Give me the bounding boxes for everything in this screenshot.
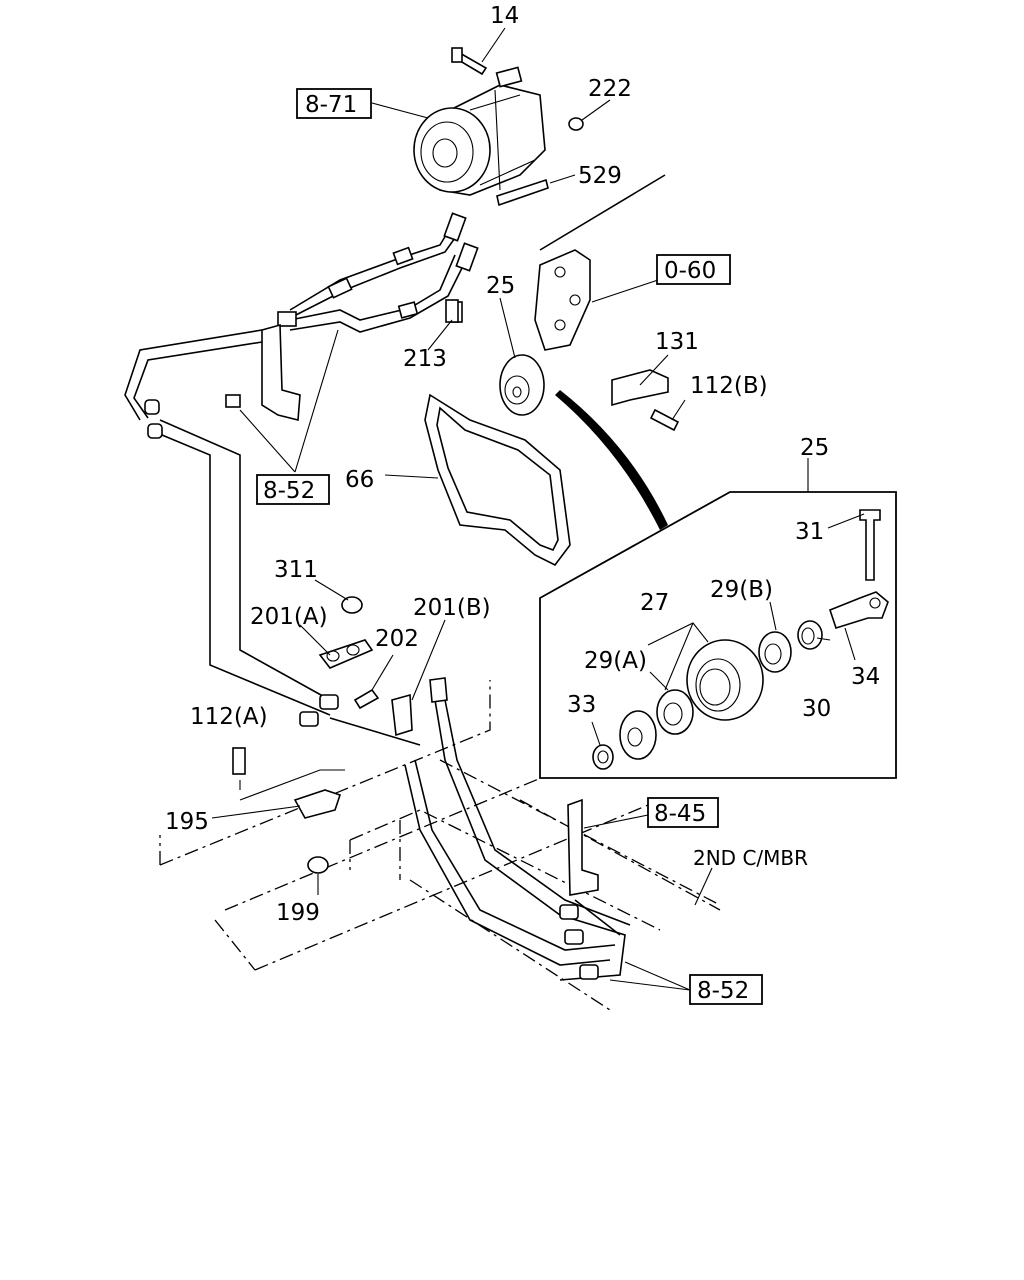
clamp-201b[interactable] xyxy=(391,677,448,737)
bearing-29b[interactable] xyxy=(758,631,792,673)
callout-labels: 14 222 529 25 213 131 112(B) 66 25 31 29… xyxy=(165,3,880,926)
pipe-clips xyxy=(559,904,599,980)
idler-pulley-25[interactable] xyxy=(499,354,545,416)
pulley-27[interactable] xyxy=(686,639,764,721)
detail-leader-arc xyxy=(555,390,668,530)
nut-311[interactable] xyxy=(341,596,363,614)
callout-311: 311 xyxy=(274,557,318,583)
bolt-202[interactable] xyxy=(353,688,380,710)
callout-14: 14 xyxy=(490,3,519,29)
callout-33: 33 xyxy=(567,692,596,718)
washer-222[interactable] xyxy=(568,117,584,131)
callout-199: 199 xyxy=(276,900,320,926)
callout-29a: 29(A) xyxy=(584,648,647,674)
callout-202: 202 xyxy=(375,626,419,652)
reference-box-0-60[interactable]: 0-60 xyxy=(656,254,731,285)
callout-222: 222 xyxy=(588,76,632,102)
bolt-14[interactable] xyxy=(451,47,488,76)
callout-27: 27 xyxy=(640,590,669,616)
washer-flange[interactable] xyxy=(619,710,657,760)
bracket-845[interactable] xyxy=(567,798,599,896)
callout-25-top: 25 xyxy=(486,273,515,299)
callout-34: 34 xyxy=(851,664,880,690)
bolt-112b[interactable] xyxy=(649,408,680,432)
callout-201a: 201(A) xyxy=(250,604,328,630)
reference-box-8-52-bottom[interactable]: 8-52 xyxy=(689,974,763,1005)
nut-199[interactable] xyxy=(307,856,329,874)
bolt-112a[interactable] xyxy=(232,747,246,775)
ref-8-52-left-label: 8-52 xyxy=(263,478,315,504)
callout-25-detail: 25 xyxy=(800,435,829,461)
callout-30: 30 xyxy=(802,696,831,722)
plate-529[interactable] xyxy=(496,178,549,207)
callout-131: 131 xyxy=(655,329,699,355)
nut-33[interactable] xyxy=(592,744,614,770)
callout-201b: 201(B) xyxy=(413,595,491,621)
detail-panel xyxy=(539,491,897,779)
ref-0-60-label: 0-60 xyxy=(664,258,716,284)
bolt-31[interactable] xyxy=(859,509,881,581)
compressor-bracket[interactable] xyxy=(534,174,666,351)
note-2nd-c-mbr: 2ND C/MBR xyxy=(693,846,808,870)
ref-8-71-label: 8-71 xyxy=(305,92,357,118)
callout-31: 31 xyxy=(795,519,824,545)
leader-lines xyxy=(211,27,865,991)
callout-112a: 112(A) xyxy=(190,704,268,730)
bracket-131[interactable] xyxy=(611,369,669,407)
reference-box-8-52-left[interactable]: 8-52 xyxy=(256,474,330,505)
pipe-bracket-left[interactable] xyxy=(225,323,301,422)
callout-213: 213 xyxy=(403,346,447,372)
clamp-201a[interactable] xyxy=(318,639,374,669)
callout-195: 195 xyxy=(165,809,209,835)
bearing-29a[interactable] xyxy=(656,689,694,735)
ref-8-52-bottom-label: 8-52 xyxy=(697,978,749,1004)
callout-529: 529 xyxy=(578,163,622,189)
ac-compressor[interactable] xyxy=(413,66,546,196)
bracket-195[interactable] xyxy=(239,769,345,819)
reference-box-8-71[interactable]: 8-71 xyxy=(296,88,372,119)
pin-34[interactable] xyxy=(829,591,889,629)
callout-112b: 112(B) xyxy=(690,373,768,399)
reference-box-8-45[interactable]: 8-45 xyxy=(647,797,719,828)
bolt-213[interactable] xyxy=(445,299,459,323)
callout-29b: 29(B) xyxy=(710,577,773,603)
ref-8-45-label: 8-45 xyxy=(654,801,706,827)
bushing-30[interactable] xyxy=(797,620,823,650)
fittings xyxy=(144,212,479,727)
drive-belt-66[interactable] xyxy=(424,393,571,567)
callout-66: 66 xyxy=(345,467,374,493)
